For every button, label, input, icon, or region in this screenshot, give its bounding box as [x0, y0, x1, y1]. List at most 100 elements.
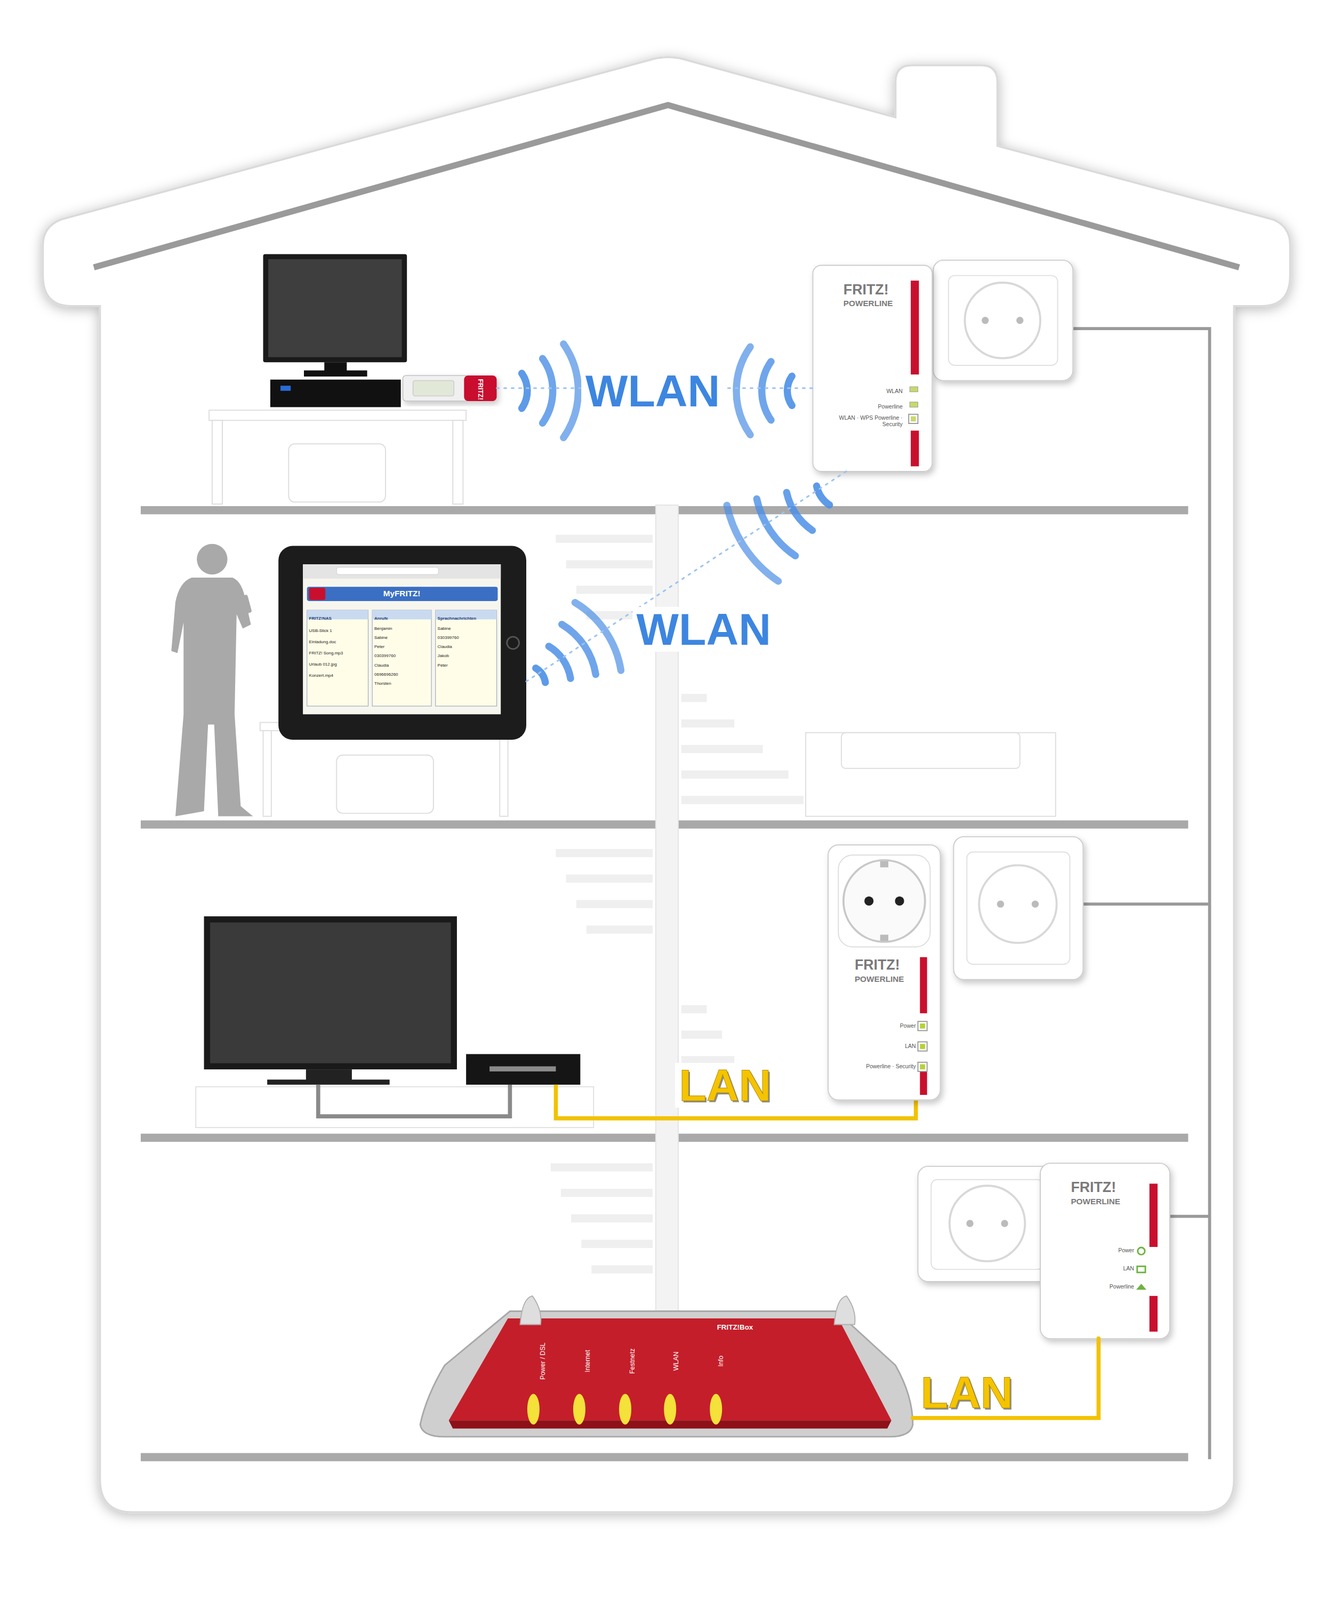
wlan-waves: [726, 504, 778, 581]
text-slot: POWERLINE: [854, 974, 937, 984]
powerline-adapter-body: [1040, 1162, 1170, 1339]
fritzbox-router: [527, 1393, 540, 1425]
wall-socket: [949, 1185, 1026, 1262]
wall-socket: [948, 275, 1058, 366]
fritzbox-router: [663, 1393, 677, 1425]
powerline-adapter-body: [917, 1062, 927, 1072]
text-slot: FRITZ!NAS: [309, 612, 367, 622]
text-slot: Einladung.doc: [309, 635, 367, 646]
wall-socket: [930, 1179, 1043, 1270]
device-text: Sabine: [437, 625, 452, 631]
text-slot: FRITZ!: [460, 383, 502, 394]
wlan-stick: FRITZ!: [463, 375, 497, 401]
tablet-device: [372, 609, 432, 706]
device-text: Sprachnachrichten: [437, 615, 477, 621]
device-text: FRITZ!: [854, 956, 901, 974]
device-text: Peter: [374, 644, 385, 649]
device-text: Thorsten: [374, 680, 392, 686]
person-silhouette: [171, 577, 253, 817]
text-slot: Sprachnachrichten: [437, 612, 497, 622]
powerline-adapter-body: [828, 844, 941, 1100]
staircase: [681, 770, 789, 779]
tablet-screen: MyFRITZ! FRITZ!NAS Anrufe Sprachnachrichten…: [278, 545, 527, 740]
staircase: [681, 693, 708, 702]
cable-label: LAN: [675, 1062, 776, 1108]
text-slot: Anrufe: [374, 612, 432, 622]
person-silhouette: [171, 543, 253, 817]
text-slot: WLAN: [841, 385, 903, 396]
fritzbox-router: [834, 1295, 856, 1325]
powerline-adapter-body: [909, 402, 918, 408]
powerline-adapter-body: [812, 265, 933, 471]
wall-socket: [997, 900, 1005, 907]
text-slot: Power / DSL: [511, 1355, 574, 1365]
text-slot: POWERLINE: [843, 298, 926, 309]
fritzbox-router: [619, 1393, 632, 1425]
wlan-waves: [787, 375, 793, 406]
staircase: [681, 719, 735, 728]
text-slot: Thorsten: [374, 677, 432, 687]
staircase: [555, 534, 653, 543]
device-text: MyFRITZ!: [383, 588, 421, 599]
text-slot: FRITZ!: [854, 956, 937, 974]
staircase: [566, 559, 654, 568]
lan-cable: [912, 1338, 1099, 1418]
text-slot: Internet: [556, 1355, 618, 1365]
text-slot: WLAN · WPS Powerline · Security: [833, 414, 903, 429]
fritzbox-router: [573, 1393, 586, 1425]
led-label: FRITZ!: [476, 379, 485, 400]
connector-label: WLAN: [581, 368, 725, 414]
text-slot: 0696696260: [374, 668, 432, 678]
device-text: LAN: [1123, 1264, 1135, 1272]
powerline-adapter-body: [917, 1041, 927, 1051]
bed-furniture: [805, 732, 1056, 817]
wlan-waves: [574, 602, 621, 671]
device-text: FRITZ!Box: [717, 1322, 754, 1331]
wlan-waves: [761, 361, 772, 421]
text-slot: LAN: [848, 1040, 916, 1050]
device-text: WLAN · WPS Powerline · Security: [833, 414, 903, 428]
connector-label: LAN: [916, 1369, 1017, 1415]
tablet-device: [307, 609, 369, 706]
tablet-device: [435, 609, 497, 706]
led-label: Internet: [583, 1349, 592, 1372]
tv-set: [267, 1079, 390, 1085]
mains-wire: [1167, 1214, 1210, 1218]
powerline-adapter-body: [919, 957, 927, 1014]
wall-socket: [1016, 316, 1024, 324]
powerline-adapter-body: [910, 280, 919, 375]
staircase: [550, 1162, 653, 1171]
text-slot: Powerline · Security: [834, 1060, 917, 1071]
wall-socket: [953, 836, 1083, 980]
tablet-desk: [499, 730, 508, 817]
tv-set: [210, 922, 451, 1064]
person-silhouette: [196, 543, 228, 575]
wlan-waves: [756, 498, 796, 556]
tv-set: [195, 1086, 594, 1128]
device-text: Powerline: [878, 403, 903, 410]
staircase: [566, 874, 654, 883]
bed-furniture: [841, 732, 1021, 769]
fritzbox-router: [520, 1295, 542, 1325]
text-slot: Konzert.mp4: [309, 669, 367, 679]
tablet-device: [336, 567, 439, 575]
tablet-desk: [336, 755, 434, 814]
floor: [140, 1452, 1188, 1461]
fritzbox-router: [420, 1295, 913, 1437]
text-slot: 030399760: [437, 631, 497, 641]
tv-set: [489, 1065, 556, 1072]
wall-socket: [953, 836, 1083, 980]
powerline-adapter-body: [910, 430, 919, 467]
staircase: [571, 1214, 653, 1223]
text-slot: Claudia: [437, 640, 497, 650]
device-text: Urlaub 012.jpg: [309, 661, 337, 667]
wlan-waves: [542, 358, 553, 423]
tablet-device: [302, 564, 501, 579]
wlan-waves: [563, 343, 579, 438]
house-outline: [42, 57, 1290, 1512]
connector-label: WLAN: [632, 606, 776, 652]
powerline-adapter-body: [910, 416, 917, 422]
tv-set: [318, 1084, 511, 1116]
